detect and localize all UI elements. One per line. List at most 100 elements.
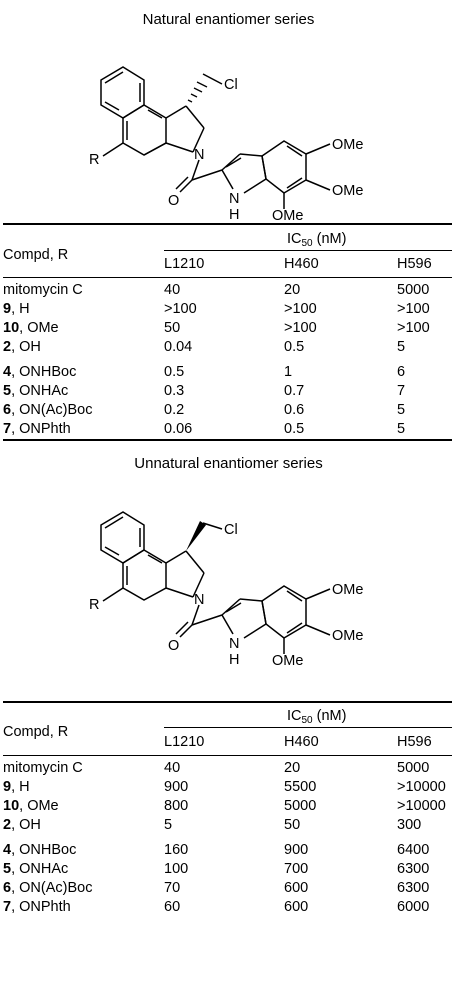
table-row: 2, OH 5 50 300 — [3, 816, 452, 835]
substituent-label: mitomycin C — [3, 760, 83, 776]
methoxy-label-1: OMe — [332, 582, 363, 598]
natural-table-top-rule — [3, 223, 452, 225]
nitrogen-label: N — [194, 592, 204, 608]
substituent-label: , H — [11, 301, 30, 317]
l1210-value: 40 — [164, 282, 181, 298]
unnatural-header-rule — [3, 755, 452, 756]
l1210-value: 5 — [164, 817, 173, 833]
compound-cell: 9, H — [3, 300, 30, 319]
naphthalene-core — [100, 66, 331, 209]
h596-value: 6000 — [397, 899, 430, 915]
indole-h-label: H — [229, 652, 239, 665]
l1210-value: 0.5 — [164, 364, 185, 380]
l1210-value: >100 — [164, 301, 197, 317]
unnatural-table-top-rule — [3, 701, 452, 703]
h596-value: 5 — [397, 339, 406, 355]
h596-value: 6 — [397, 364, 406, 380]
compound-cell: 9, H — [3, 778, 30, 797]
methoxy-label-1: OMe — [332, 137, 363, 153]
unnatural-ic50-header: IC50 (nM) — [287, 708, 347, 726]
table-row: 4, ONHBoc 0.5 1 6 — [3, 363, 452, 382]
h460-value: 0.5 — [284, 339, 305, 355]
compound-number: 5 — [3, 383, 12, 399]
compound-number: 7 — [3, 421, 12, 437]
unnatural-cell-line-h596: H596 — [397, 734, 432, 750]
l1210-value: 100 — [164, 861, 189, 877]
unnatural-cell-line-header: L1210 H460 H596 — [3, 733, 452, 752]
h596-value: 6300 — [397, 880, 430, 896]
substituent-label: , ON(Ac)Boc — [11, 880, 93, 896]
compound-number: 10 — [3, 320, 20, 336]
compound-number: 9 — [3, 301, 12, 317]
compound-number: 4 — [3, 842, 12, 858]
compound-cell: 5, ONHAc — [3, 382, 68, 401]
h460-value: 0.7 — [284, 383, 305, 399]
hashed-wedge — [187, 81, 208, 103]
solid-wedge — [186, 521, 206, 551]
substituent-label: , ON(Ac)Boc — [11, 402, 93, 418]
substituent-label: , ONHBoc — [11, 364, 77, 380]
h596-value: 6400 — [397, 842, 430, 858]
compound-cell: 6, ON(Ac)Boc — [3, 879, 92, 898]
compound-number: 9 — [3, 779, 12, 795]
natural-series-title: Natural enantiomer series — [142, 11, 315, 28]
unnatural-structure: Cl R N O N H OMe OMe OMe — [0, 475, 457, 665]
compound-cell: 4, ONHBoc — [3, 363, 76, 382]
h460-value: 600 — [284, 880, 309, 896]
h460-value: 700 — [284, 861, 309, 877]
h460-value: 1 — [284, 364, 293, 380]
substituent-label: , H — [11, 779, 30, 795]
oxygen-label: O — [168, 193, 179, 209]
chloro-label: Cl — [224, 522, 238, 538]
h596-value: 300 — [397, 817, 422, 833]
h460-value: 0.5 — [284, 421, 305, 437]
l1210-value: 900 — [164, 779, 189, 795]
substituent-label: , OH — [11, 817, 41, 833]
natural-cell-line-l1210: L1210 — [164, 256, 205, 272]
r-label: R — [89, 152, 99, 168]
table-row: 4, ONHBoc 160 900 6400 — [3, 841, 452, 860]
compound-number: 6 — [3, 880, 12, 896]
table-row: 5, ONHAc 0.3 0.7 7 — [3, 382, 452, 401]
compound-cell: mitomycin C — [3, 759, 83, 778]
h460-value: 600 — [284, 899, 309, 915]
substituent-label: , OMe — [19, 798, 59, 814]
h460-value: 900 — [284, 842, 309, 858]
compound-number: 4 — [3, 364, 12, 380]
h596-value: >10000 — [397, 798, 446, 814]
h596-value: >100 — [397, 320, 430, 336]
h460-value: >100 — [284, 320, 317, 336]
compound-cell: 2, OH — [3, 816, 41, 835]
l1210-value: 0.3 — [164, 383, 185, 399]
compound-cell: mitomycin C — [3, 281, 83, 300]
h460-value: 5500 — [284, 779, 317, 795]
table-row: 9, H>100>100>100 — [3, 300, 452, 319]
indole-h-label: H — [229, 207, 239, 220]
h596-value: 7 — [397, 383, 406, 399]
substituent-label: , OMe — [19, 320, 59, 336]
l1210-value: 0.04 — [164, 339, 193, 355]
compound-cell: 10, OMe — [3, 797, 59, 816]
substituent-label: , ONHBoc — [11, 842, 77, 858]
h460-value: 0.6 — [284, 402, 305, 418]
h460-value: 50 — [284, 817, 301, 833]
l1210-value: 160 — [164, 842, 189, 858]
l1210-value: 70 — [164, 880, 181, 896]
l1210-value: 40 — [164, 760, 181, 776]
unnatural-cell-line-h460: H460 — [284, 734, 319, 750]
l1210-value: 800 — [164, 798, 189, 814]
h596-value: 5000 — [397, 760, 430, 776]
methoxy-label-2: OMe — [332, 628, 363, 644]
indole-n-label: N — [229, 191, 239, 207]
substituent-label: , ONHAc — [11, 861, 69, 877]
compound-number: 5 — [3, 861, 12, 877]
natural-ic50-rule — [164, 250, 452, 251]
